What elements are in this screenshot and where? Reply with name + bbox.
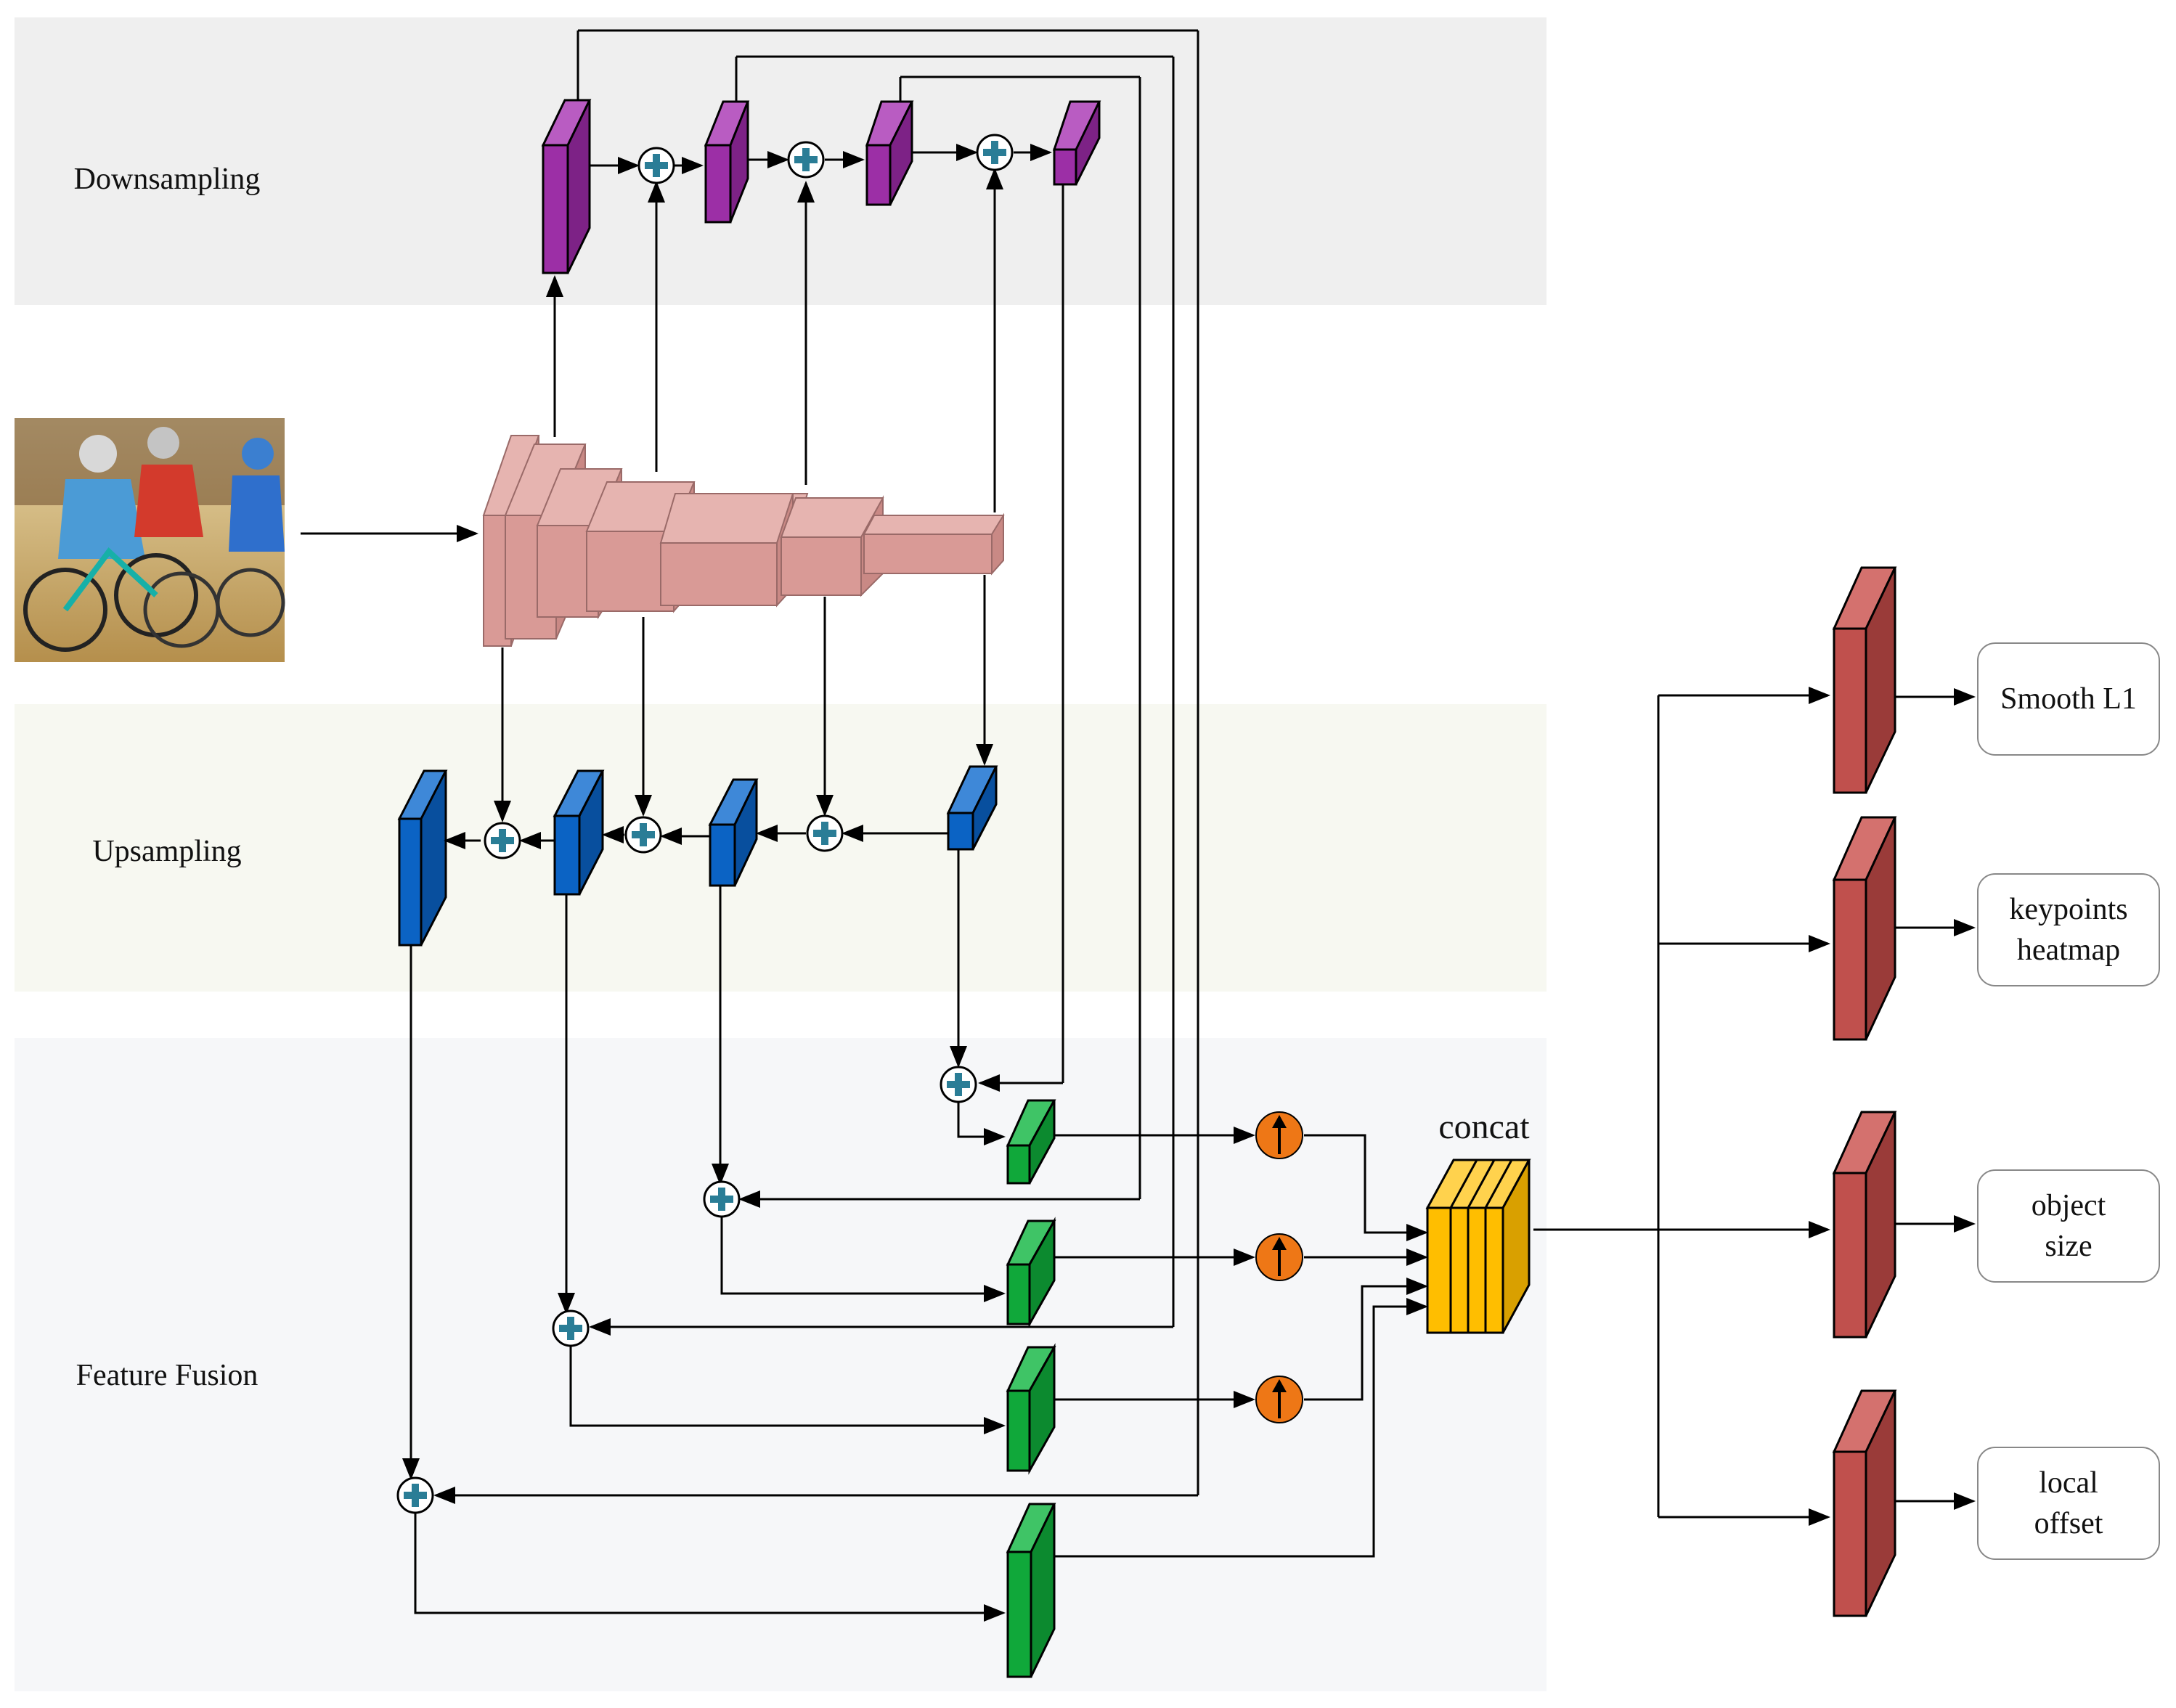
output-label-local: local: [2039, 1466, 2098, 1500]
up-block-4: [397, 769, 448, 947]
down-block-1: [541, 99, 592, 274]
up-block-2: [708, 778, 759, 887]
up-block-1: [946, 765, 998, 851]
concat-label: concat: [1438, 1108, 1530, 1146]
input-image: [15, 418, 285, 662]
fusion-block-2: [1006, 1217, 1056, 1328]
output-label-size: size: [2045, 1230, 2092, 1263]
section-label-feature-fusion: Feature Fusion: [76, 1359, 258, 1392]
output-box-smooth-l1: Smooth L1: [1977, 642, 2160, 756]
connections: [402, 29, 1976, 1622]
down-block-2: [704, 100, 750, 224]
output-label-object: object: [2032, 1189, 2106, 1222]
upsampling-band: [15, 704, 1547, 992]
downsampling-band: [15, 17, 1547, 305]
output-label-smooth-l1: Smooth L1: [2000, 682, 2137, 716]
up-block-3: [553, 769, 605, 896]
upsample-op-icon: [1255, 1111, 1303, 1423]
fusion-block-3: [1006, 1343, 1056, 1475]
head-block-object-size: [1832, 1111, 1897, 1339]
output-box-local-offset: local offset: [1977, 1447, 2160, 1560]
fusion-block-4: [1006, 1503, 1056, 1678]
section-label-upsampling: Upsampling: [92, 835, 241, 868]
head-block-smooth-l1: [1832, 566, 1897, 794]
down-block-4: [1052, 100, 1101, 186]
head-block-local-offset: [1832, 1389, 1897, 1617]
head-block-keypoints: [1832, 816, 1897, 1041]
down-block-3: [865, 100, 914, 206]
section-label-downsampling: Downsampling: [74, 163, 261, 196]
output-label-offset: offset: [2034, 1507, 2103, 1540]
output-box-object-size: object size: [1977, 1169, 2160, 1283]
backbone-network: [482, 435, 1005, 647]
output-label-keypoints: keypoints: [2009, 893, 2127, 926]
add-op-icon: [396, 134, 1014, 1514]
fusion-block-1: [1006, 1099, 1056, 1185]
concat-block: [1425, 1159, 1531, 1334]
output-label-heatmap: heatmap: [2017, 933, 2120, 967]
output-box-keypoints-heatmap: keypoints heatmap: [1977, 873, 2160, 986]
